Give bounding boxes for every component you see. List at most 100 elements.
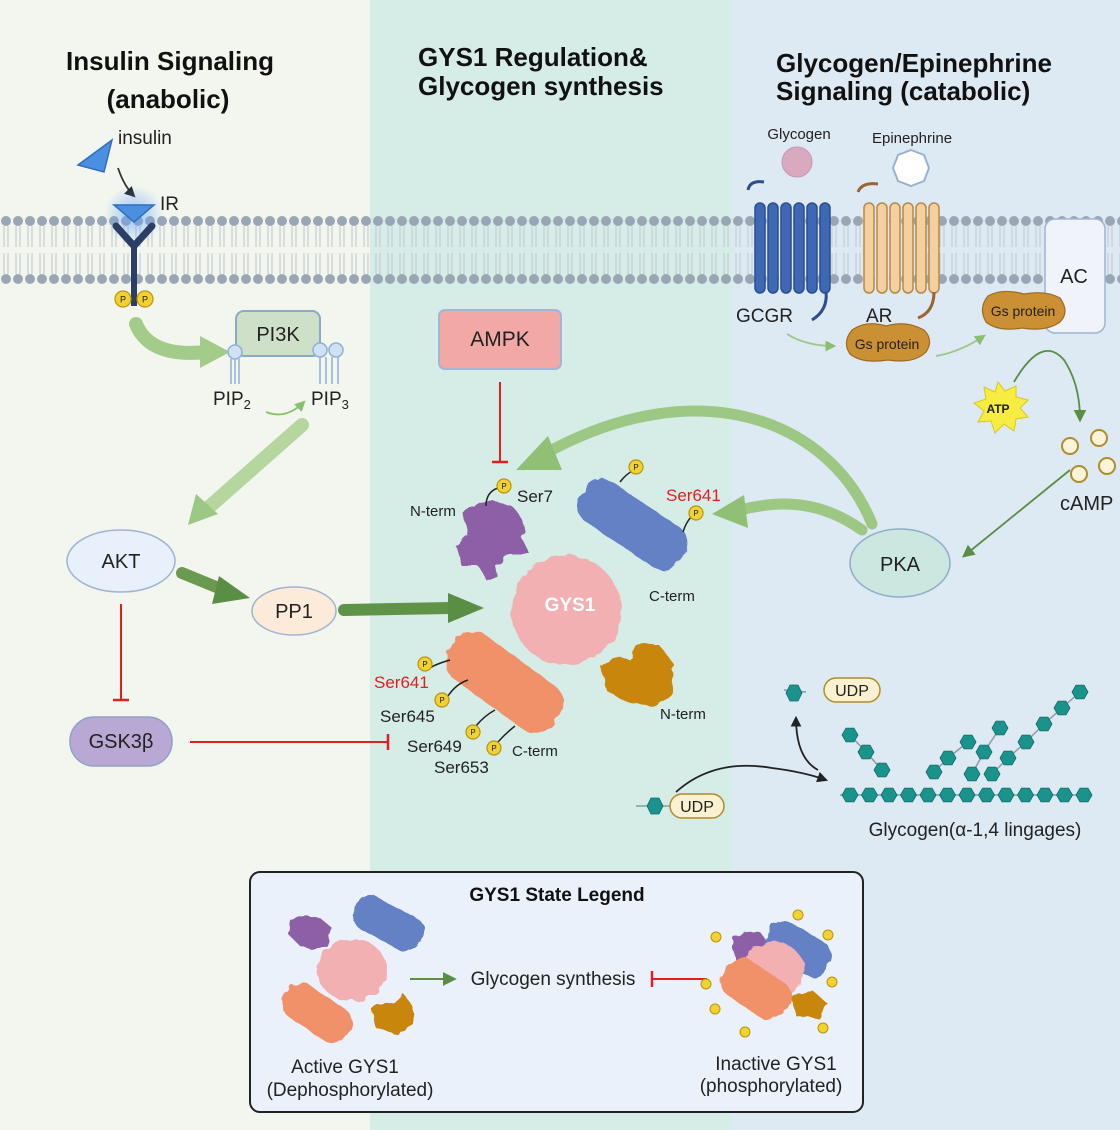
camp-molecules (1061, 429, 1116, 483)
phospho-site-upper-cterm: P (619, 459, 644, 483)
c-term-upper-label: C-term (649, 588, 695, 605)
glucose-unit-icon (1036, 787, 1054, 803)
phospho-label: P (491, 744, 496, 753)
phospho-label: P (422, 660, 427, 669)
ampk-label: AMPK (470, 328, 530, 351)
phospho-label: P (633, 463, 638, 472)
gcgr-receptor (746, 180, 831, 322)
glucose-unit-icon (1056, 787, 1073, 803)
pip3-to-akt-arrow (201, 418, 309, 515)
ser653-label: Ser653 (434, 758, 489, 777)
atp-label: ATP (986, 402, 1009, 416)
ampk-box (438, 309, 562, 370)
pp1-to-gys1-arrow (338, 602, 456, 616)
glucose-unit-icon (841, 727, 859, 743)
pka-to-gys1-arrow (542, 405, 878, 530)
gs-protein-1-label: Gs protein (855, 336, 920, 352)
atp-to-camp-arrow (1013, 349, 1087, 423)
udp-top-label: UDP (835, 683, 869, 700)
insulin-title-line2: (anabolic) (107, 84, 230, 114)
arrowhead (712, 495, 748, 528)
pp1-label: PP1 (275, 601, 313, 623)
glucose-unit-icon (991, 720, 1009, 736)
pip3-label: PIP3 (311, 389, 349, 412)
glucose-unit-icon (983, 766, 1001, 782)
udp-to-glycogen-arrow (675, 764, 829, 793)
inactive-gys1-label-1: Inactive GYS1 (715, 1054, 836, 1075)
pip2-to-pip3-arrow (265, 400, 306, 416)
gs-protein-2 (981, 290, 1066, 330)
legend-process-label: Glycogen synthesis (471, 969, 636, 990)
ser7-label: Ser7 (517, 487, 553, 506)
gcgr-label: GCGR (736, 306, 793, 327)
inactive-gys1-icon (720, 921, 832, 1021)
catabolic-title-line2: Signaling (catabolic) (776, 76, 1030, 106)
glucose-unit-icon (880, 787, 898, 803)
n-term-left-label: N-term (410, 503, 456, 520)
pi3k-label: PI3K (256, 324, 300, 346)
glucose-unit-icon (857, 744, 875, 760)
ir-to-pi3k-arrow (129, 317, 213, 360)
gs-protein-1 (845, 323, 931, 362)
glucose-unit-icon (1053, 700, 1071, 716)
udp-bottom-label: UDP (680, 799, 714, 816)
gys1-title-line2: Glycogen synthesis (418, 71, 664, 101)
udp-glucose-bottom (636, 793, 725, 819)
glucose-unit-icon (1071, 684, 1089, 700)
gs1-to-gs2-arrow (935, 334, 986, 357)
glucose-unit-icon (1017, 734, 1035, 750)
glucose-unit-icon (1075, 787, 1093, 803)
glucose-unit-icon (841, 787, 859, 803)
glucose-unit-icon (963, 766, 981, 782)
glycogen-chain (840, 684, 1093, 803)
glucose-unit-icon (999, 750, 1017, 766)
gys1-core (511, 555, 621, 665)
arrowhead (448, 593, 484, 623)
arrowhead (188, 494, 218, 525)
glucose-unit-icon (1035, 716, 1053, 732)
glucose-unit-icon (1017, 787, 1034, 803)
inactive-phospho-sites (700, 909, 838, 1038)
ser649-label: Ser649 (407, 737, 462, 756)
akt-label: AKT (102, 551, 141, 573)
glucose-unit-icon (975, 744, 993, 760)
glucose-unit-icon (978, 787, 995, 803)
gsk3b-node (69, 716, 173, 767)
glucose-unit-icon (919, 787, 937, 803)
insulin-title-line1: Insulin Signaling (66, 46, 274, 76)
pi3k-box (235, 310, 321, 357)
insulin-receptor: P P (104, 185, 164, 308)
inactive-gys1-label-2: (phosphorylated) (700, 1076, 843, 1097)
phospho-site-ser7: P (485, 478, 512, 507)
glucose-unit-icon (900, 787, 917, 803)
arrowhead (516, 436, 562, 470)
active-gys1-label-1: Active GYS1 (291, 1057, 399, 1078)
legend-title: GYS1 State Legend (469, 885, 644, 906)
insulin-ligand (76, 138, 114, 173)
insulin-label: insulin (118, 128, 172, 149)
akt-node (66, 529, 176, 593)
glucose-unit-icon (939, 750, 957, 766)
cell-membrane (0, 213, 1120, 287)
c-term-domain-upper (576, 478, 688, 570)
phospho-site-ser641-upper: P (682, 505, 704, 533)
ar-receptor (856, 182, 940, 320)
camp-label: cAMP (1060, 493, 1113, 515)
pka-to-ser641-arrow (734, 498, 868, 536)
active-gys1-icon (281, 896, 425, 1044)
ser641-upper-label: Ser641 (666, 486, 721, 505)
phospho-site-ser645: P (434, 679, 469, 708)
ar-label: AR (866, 306, 892, 327)
atp-burst (972, 380, 1029, 434)
phospho-label: P (439, 696, 444, 705)
glucose-unit-icon (958, 787, 976, 803)
glucose-unit-icon (925, 764, 943, 780)
glycogen-ligand-icon (781, 146, 813, 178)
phospho-label: P (142, 295, 148, 305)
glucose-unit-icon (873, 762, 891, 778)
phospho-site-ser641-lower: P (417, 656, 451, 672)
phospho-label: P (501, 482, 506, 491)
glycogen-chain-label: Glycogen(α-1,4 lingages) (869, 820, 1082, 841)
phospho-site-ser653: P (486, 725, 516, 756)
c-term-domain-lower (445, 631, 563, 733)
